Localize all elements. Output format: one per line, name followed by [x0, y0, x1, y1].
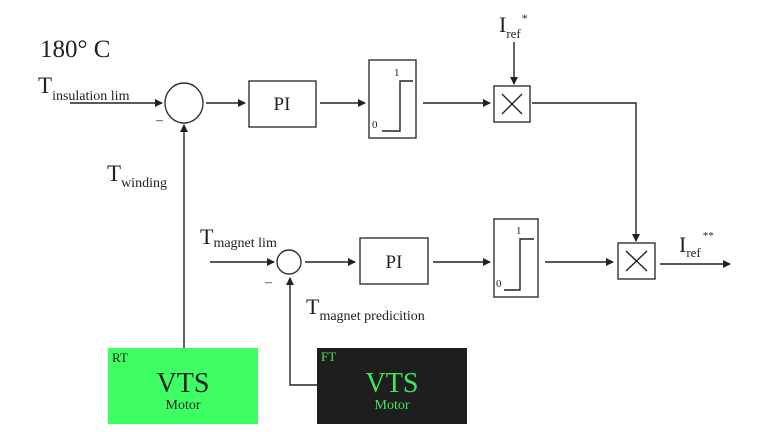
rt-vts-motor-block: RT VTS Motor [108, 348, 258, 424]
minus-sign-top: – [155, 113, 164, 128]
ft-tag: FT [321, 349, 336, 364]
limiter-block-bottom [493, 218, 539, 298]
minus-sign-bottom: – [264, 275, 273, 290]
multiply-icon-bottom [625, 250, 648, 272]
limiter-high-top: 1 [394, 67, 400, 79]
limiter-low-bottom: 0 [496, 278, 502, 290]
pi-block-top [248, 80, 317, 128]
pi-label-top: PI [274, 94, 291, 115]
pi-block-bottom [359, 237, 429, 285]
temperature-label: 180° C [40, 36, 110, 63]
step-icon-bottom [504, 238, 534, 291]
insulation-lim-label: Tinsulation lim [38, 73, 130, 104]
ft-block-background [317, 348, 467, 424]
arrow-magnet-feedback [286, 277, 317, 386]
limiter-block-top [368, 59, 417, 139]
winding-label: Twinding [107, 161, 167, 191]
multiply-icon-top [501, 93, 523, 115]
pi-label-bottom: PI [386, 252, 403, 273]
limiter-high-bottom: 1 [516, 225, 522, 237]
iref-star-label: Iref* [499, 11, 528, 41]
iref-double-star-label: Iref** [679, 230, 714, 260]
ft-vts-motor-block: FT VTS Motor [317, 348, 467, 424]
ft-title: VTS [366, 368, 419, 399]
rt-block-background [108, 348, 258, 424]
rt-subtitle: Motor [166, 398, 201, 413]
rt-title: VTS [157, 368, 210, 399]
summing-junction-top [164, 82, 204, 124]
step-icon-top [382, 80, 413, 132]
ft-subtitle: Motor [375, 398, 410, 413]
rt-tag: RT [112, 350, 128, 365]
arrow-top-to-bottom-mult [532, 102, 640, 242]
limiter-low-top: 0 [372, 119, 378, 131]
magnet-prediction-label: Tmagnet predicition [306, 294, 425, 324]
summing-junction-bottom [276, 249, 302, 275]
magnet-lim-label: Tmagnet lim [200, 224, 277, 251]
